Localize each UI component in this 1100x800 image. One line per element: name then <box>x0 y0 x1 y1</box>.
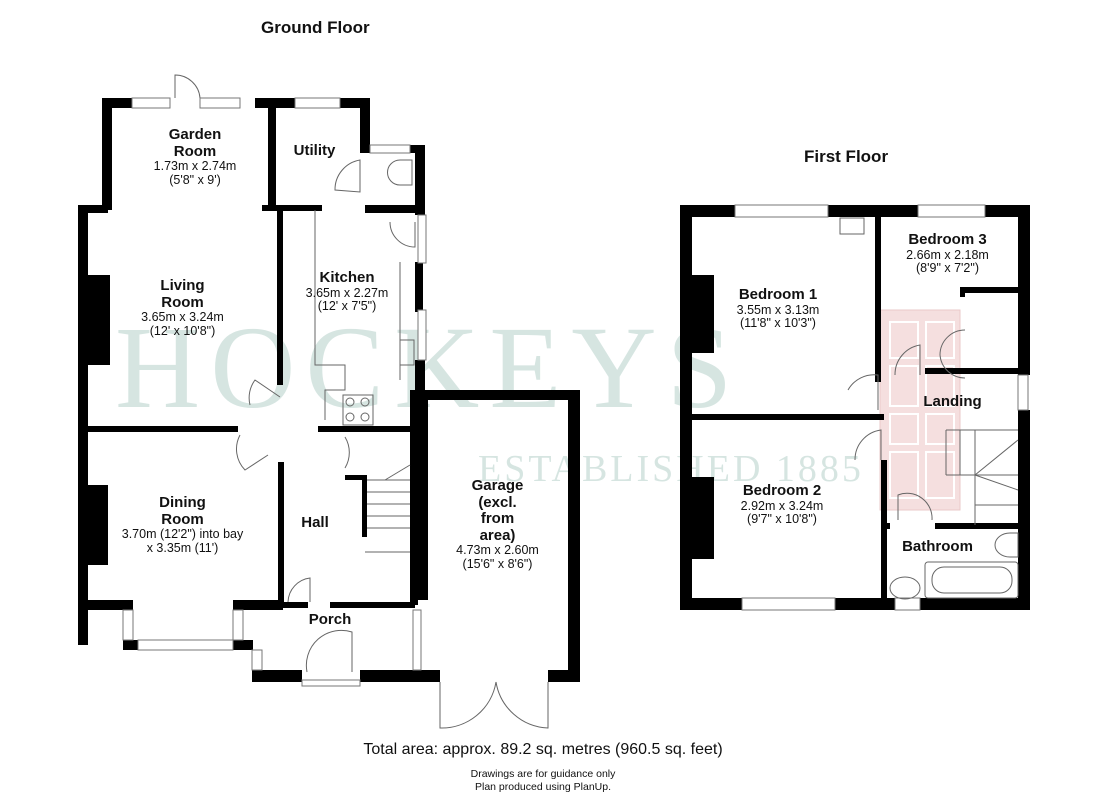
room-name: Kitchen <box>319 269 375 286</box>
first-floor-title: First Floor <box>804 147 889 166</box>
room-dim-imperial: x 3.35m (11') <box>146 540 219 555</box>
room-kitchen: Kitchen 3.65m x 2.27m (12' x 7'5") <box>282 269 412 314</box>
room-porch: Porch <box>300 611 360 629</box>
room-dim-metric: 2.66m x 2.18m <box>906 247 989 262</box>
room-dim-metric: 3.70m (12'2") into bay <box>121 527 244 541</box>
room-dim-metric: 4.73m x 2.60m <box>456 543 539 557</box>
room-dim-imperial: (15'6" x 8'6") <box>462 556 533 571</box>
room-dim-imperial: (11'8" x 10'3") <box>740 316 816 331</box>
room-utility: Utility <box>282 142 347 160</box>
room-dim-metric: 3.65m x 3.24m <box>141 310 224 324</box>
room-dim-metric: 3.55m x 3.13m <box>736 302 820 317</box>
room-dim-imperial: (12' x 10'8") <box>149 323 216 338</box>
disclaimer-line-2: Plan produced using PlanUp. <box>474 780 611 793</box>
room-bathroom: Bathroom <box>890 538 985 556</box>
room-name: Bedroom 2 <box>742 482 822 499</box>
room-dim-metric: 3.65m x 2.27m <box>305 285 389 300</box>
first-floor-fixtures <box>839 217 1019 600</box>
watermark-door-icon <box>879 309 961 511</box>
room-hall: Hall <box>290 514 340 532</box>
room-dim-imperial: (5'8" x 9') <box>169 172 221 187</box>
ground-floor-title: Ground Floor <box>261 18 370 37</box>
room-name: Landing <box>923 393 982 410</box>
room-bedroom-1: Bedroom 1 3.55m x 3.13m (11'8" x 10'3") <box>718 286 838 331</box>
room-name: Porch <box>308 611 352 628</box>
room-name: Utility <box>293 142 336 159</box>
room-landing: Landing <box>910 393 995 411</box>
ground-floor-door-swings <box>174 74 549 729</box>
room-dim-metric: 2.92m x 3.24m <box>740 498 824 513</box>
first-floor-walls <box>680 205 1030 610</box>
total-area-text: Total area: approx. 89.2 sq. metres (960… <box>363 741 723 758</box>
room-bedroom-2: Bedroom 2 2.92m x 3.24m (9'7" x 10'8") <box>722 482 842 527</box>
room-dim-imperial: (9'7" x 10'8") <box>747 512 817 527</box>
disclaimer-line-1: Drawings are for guidance only <box>470 768 616 780</box>
room-dim-imperial: (8'9" x 7'2") <box>916 261 979 276</box>
ground-floor-windows-doors <box>122 97 427 687</box>
room-bedroom-3: Bedroom 3 2.66m x 2.18m (8'9" x 7'2") <box>890 231 1005 276</box>
room-dim-metric: 1.73m x 2.74m <box>153 159 237 173</box>
room-name: Bathroom <box>902 538 973 555</box>
first-floor-windows-doors <box>734 204 1029 611</box>
watermark-tagline: ESTABLISHED 1885 <box>478 448 864 490</box>
ground-floor-walls <box>78 98 580 682</box>
room-name: Bedroom 1 <box>738 286 818 303</box>
disclaimer-text: Drawings are for guidance only Plan prod… <box>0 768 1086 793</box>
room-dim-imperial: (12' x 7'5") <box>317 299 377 314</box>
room-name: Bedroom 3 <box>908 231 987 248</box>
room-name: Hall <box>301 514 329 531</box>
